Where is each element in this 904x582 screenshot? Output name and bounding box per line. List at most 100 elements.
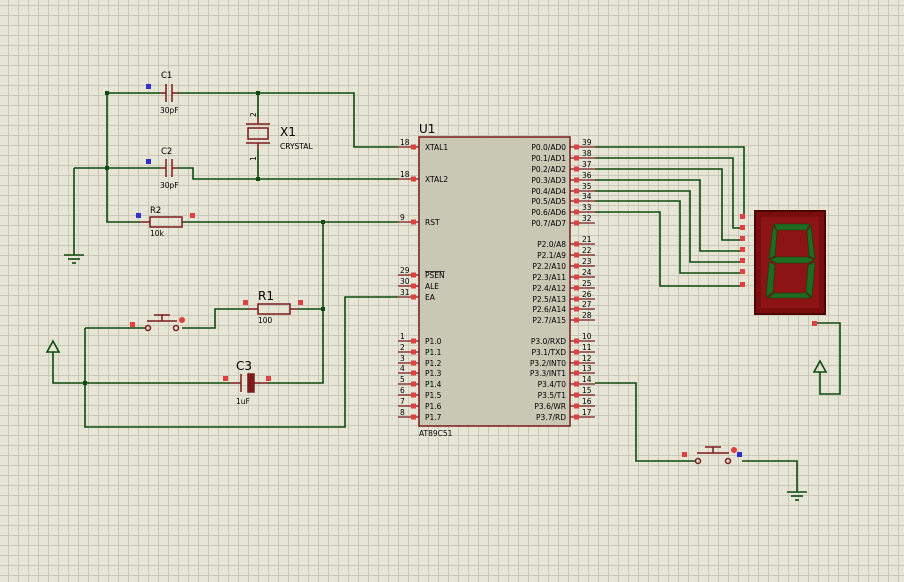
chip-pin-p1-4[interactable]: 5P1.4 xyxy=(398,375,442,389)
pin-name: P1.7 xyxy=(425,413,442,422)
pin-name: XTAL1 xyxy=(425,143,448,152)
chip-pin-p1-1[interactable]: 2P1.1 xyxy=(398,343,442,357)
wires xyxy=(52,92,841,492)
capacitor-c3[interactable]: C3 1uF xyxy=(223,359,271,406)
pin-number: 36 xyxy=(582,171,592,180)
pin-name: ALE xyxy=(425,282,439,291)
pin-name: P1.3 xyxy=(425,369,442,378)
pin-number: 8 xyxy=(400,408,405,417)
pin-number: 3 xyxy=(400,354,405,363)
r2-ref: R2 xyxy=(150,206,161,216)
pin-name: P3.0/RXD xyxy=(531,337,566,346)
pin-number: 22 xyxy=(582,246,592,255)
reset-button[interactable] xyxy=(130,314,185,332)
resistor-r2[interactable]: R2 10k xyxy=(136,206,195,238)
pin-name: P1.6 xyxy=(425,402,442,411)
pin-number: 15 xyxy=(582,386,592,395)
pin-name: P0.7/AD7 xyxy=(531,219,566,228)
c1-value: 30pF xyxy=(160,106,179,115)
resistor-r1[interactable]: R1 100 xyxy=(243,289,303,325)
pin-name: P3.7/RD xyxy=(536,413,566,422)
pin-number: 35 xyxy=(582,182,592,191)
pin-name: P0.5/AD5 xyxy=(531,197,566,206)
c3-ref: C3 xyxy=(236,359,252,373)
pin-name: P3.6/WR xyxy=(534,402,566,411)
pin-name: P0.4/AD4 xyxy=(531,187,566,196)
capacitor-c2[interactable]: C2 30pF xyxy=(146,147,179,190)
pin-number: 26 xyxy=(582,290,592,299)
chip-pin-p1-0[interactable]: 1P1.0 xyxy=(398,332,442,346)
chip-pin-p1-6[interactable]: 7P1.6 xyxy=(398,397,442,411)
pin-number: 12 xyxy=(582,354,592,363)
pin-name: P2.4/A12 xyxy=(532,284,566,293)
pin-name: P3.2/INT0 xyxy=(530,359,566,368)
x1-ref: X1 xyxy=(280,125,296,139)
x1-value: CRYSTAL xyxy=(280,142,313,151)
capacitor-c1[interactable]: C1 30pF xyxy=(146,71,179,115)
pin-name: P1.0 xyxy=(425,337,442,346)
chip-pin-p1-7[interactable]: 8P1.7 xyxy=(398,408,442,422)
ground-symbol-left xyxy=(64,254,84,264)
pin-number: 24 xyxy=(582,268,592,277)
pin-name: RST xyxy=(425,218,440,227)
pin-name: P3.1/TXD xyxy=(532,348,567,357)
c2-ref: C2 xyxy=(161,147,172,157)
pin-name: P3.4/T0 xyxy=(538,380,567,389)
pin-number: 9 xyxy=(400,213,405,222)
chip-part: AT89C51 xyxy=(419,429,453,438)
pin-name: P0.1/AD1 xyxy=(531,154,566,163)
microcontroller-u1[interactable]: U1 AT89C51 18XTAL118XTAL29RST29PSEN30ALE… xyxy=(398,122,595,438)
pin-number: 7 xyxy=(400,397,405,406)
pin-name: P2.3/A11 xyxy=(532,273,566,282)
pin-name: XTAL2 xyxy=(425,175,448,184)
pin-number: 32 xyxy=(582,214,592,223)
pin-name: P0.3/AD3 xyxy=(531,176,566,185)
seven-segment-display[interactable]: 8 xyxy=(740,210,826,326)
chip-pin-p1-5[interactable]: 6P1.5 xyxy=(398,386,442,400)
input-button[interactable] xyxy=(682,446,742,465)
pin-name: P1.2 xyxy=(425,359,442,368)
chip-pin-p1-2[interactable]: 3P1.2 xyxy=(398,354,442,368)
pin-number: 13 xyxy=(582,364,592,373)
pin-number: 37 xyxy=(582,160,592,169)
crystal-x1[interactable]: 2 1 X1 CRYSTAL xyxy=(246,112,313,161)
chip-pin-p1-3[interactable]: 4P1.3 xyxy=(398,364,442,378)
pin-number: 34 xyxy=(582,192,592,201)
pin-number: 16 xyxy=(582,397,592,406)
pin-name: P2.0/A8 xyxy=(537,240,566,249)
pin-name: P1.5 xyxy=(425,391,442,400)
